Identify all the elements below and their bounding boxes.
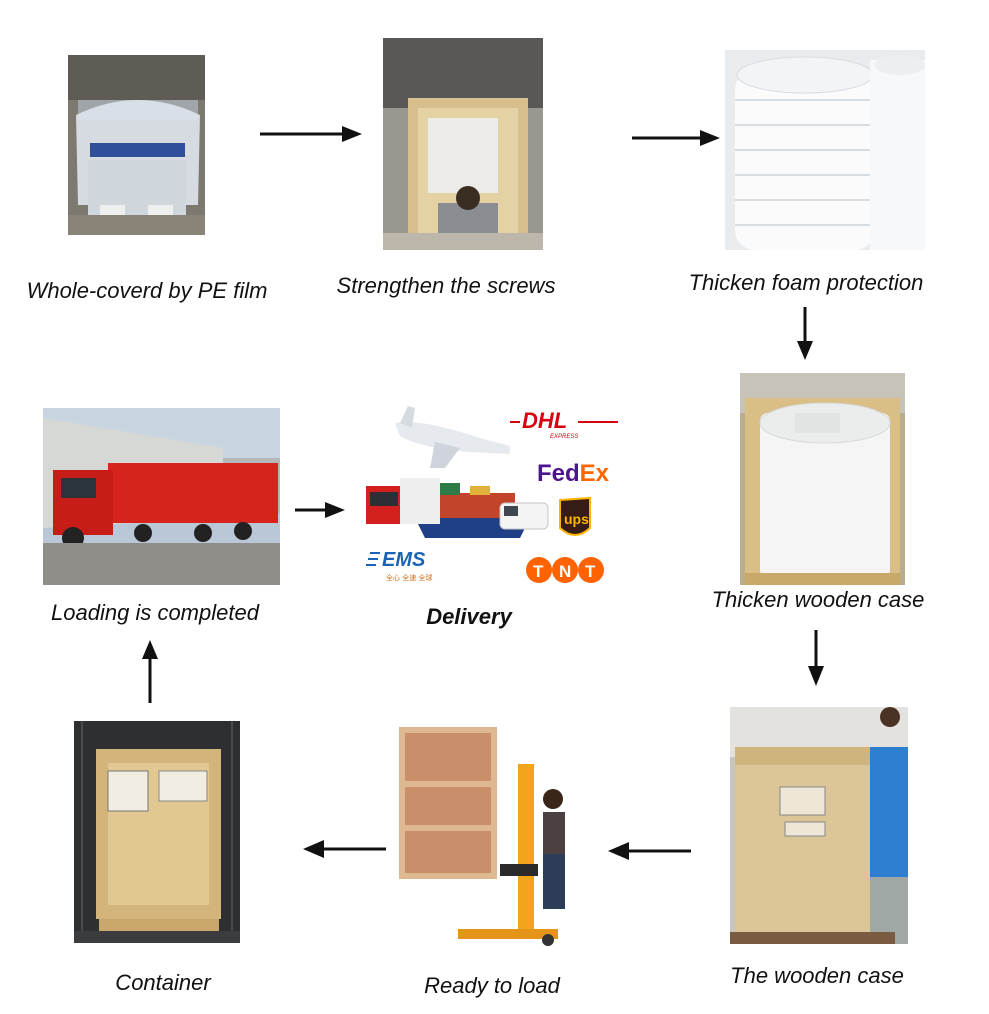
wooden-case-caption: The wooden case [730,963,904,988]
ready-caption: Ready to load [424,973,560,998]
ready-photo [398,724,594,948]
foam-photo [725,50,925,250]
svg-text:T: T [585,562,596,581]
screws-photo [383,38,543,250]
arrow-down-icon [795,305,815,360]
svg-text:全心 全速 全球: 全心 全速 全球 [386,573,432,582]
fedex-logo: FedEx [537,460,610,487]
arrow-right-icon [630,128,720,148]
svg-text:ups: ups [564,511,589,527]
svg-text:T: T [533,562,544,581]
loading-photo [43,408,280,585]
dhl-logo: DHL [522,408,567,433]
van-icon [499,502,549,530]
arrow-right-icon [293,500,345,520]
arrow-left-icon [303,838,388,860]
foam-caption: Thicken foam protection [688,270,924,295]
pe-film-caption: Whole-coverd by PE film [26,278,268,303]
svg-text:EXPRESS: EXPRESS [550,434,578,440]
delivery-caption: Delivery [426,604,512,629]
arrow-down-icon [806,628,826,686]
delivery-logos: DHL EXPRESS FedEx ups EMS 全心 全速 全球 T N T [360,398,622,590]
wooden-case-thick-photo [740,373,905,585]
screws-caption: Strengthen the screws [336,273,556,298]
wooden-case-photo [730,707,908,944]
ups-logo: ups [559,496,591,536]
svg-text:N: N [559,562,571,581]
wooden-case-thick-caption: Thicken wooden case [711,587,925,612]
truck-icon [366,478,440,524]
pe-film-photo [68,55,205,235]
arrow-left-icon [608,840,693,862]
container-photo [74,721,240,943]
ems-logo: EMS 全心 全速 全球 [366,549,432,582]
arrow-up-icon [140,640,160,705]
airplane-icon [395,406,510,468]
arrow-right-icon [258,124,362,144]
tnt-logo: T N T [526,557,604,583]
loading-caption: Loading is completed [51,600,259,625]
svg-text:EMS: EMS [382,549,426,571]
container-caption: Container [115,970,211,995]
